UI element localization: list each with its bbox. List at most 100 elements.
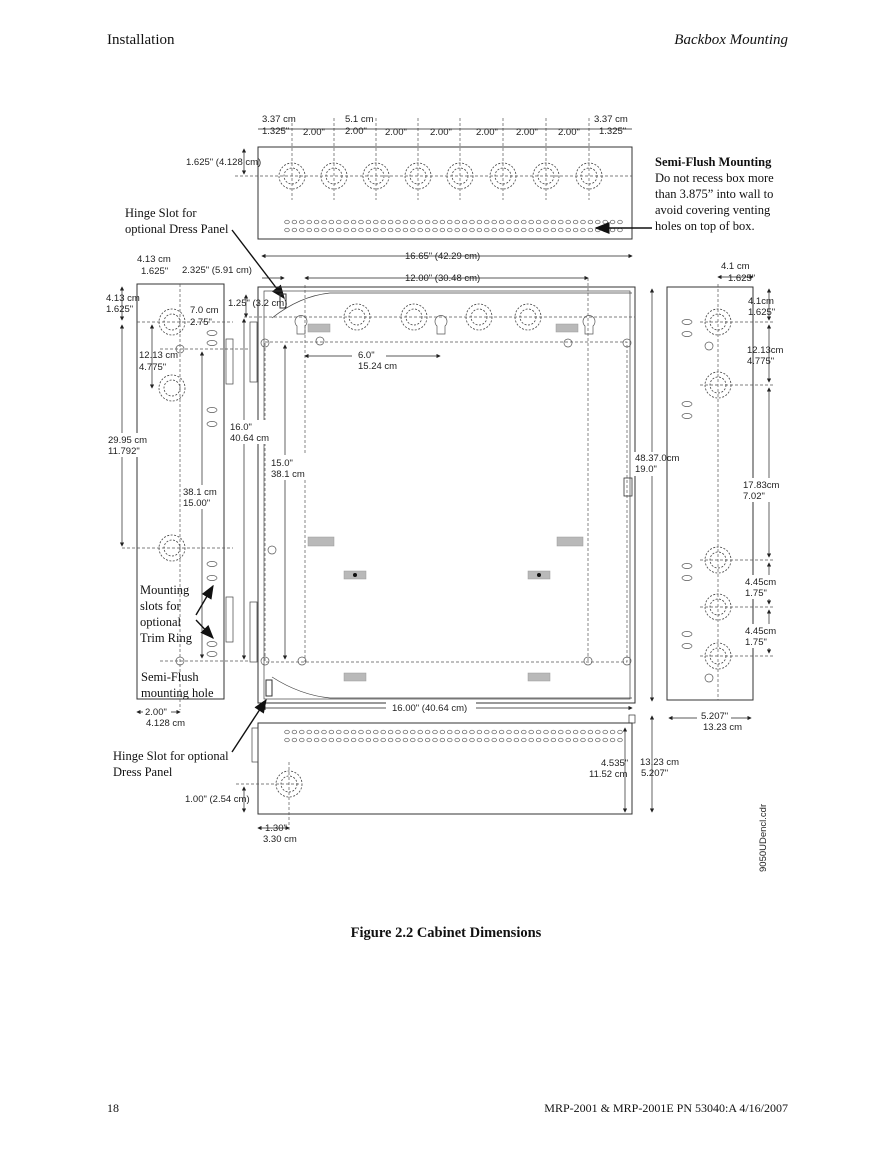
top-vent-18 (410, 219, 416, 225)
front-view: 16.65" (42.29 cm) 12.00" (30.48 cm) 2.32… (182, 251, 682, 714)
bottom-vent-20 (424, 729, 431, 735)
top-vent-85 (565, 227, 571, 233)
right-hole-bottom (704, 673, 714, 683)
dim-right-175b: 1.75" (745, 637, 767, 648)
bottom-vent-83 (550, 737, 557, 743)
front-knockouts (343, 303, 542, 331)
top-vent-9 (343, 219, 349, 225)
keyhole-slot-center (434, 315, 448, 335)
bottom-vent-84 (558, 737, 564, 743)
dim-left-413: 4.13 cm (137, 254, 171, 265)
bottom-vent-75 (491, 737, 497, 743)
bottom-vent-57 (358, 737, 364, 743)
left-knockout-2-inner (163, 379, 181, 397)
left-knockout-1-outer (158, 308, 186, 336)
bottom-vent-24 (454, 729, 460, 735)
top-vent-37 (550, 219, 557, 225)
bottom-vent-13 (373, 729, 379, 735)
dim-2995-bg (106, 433, 152, 457)
hinge-top-line-1: Hinge Slot for (125, 206, 197, 220)
bottom-vent-21 (432, 729, 438, 735)
mount-hole-b3 (583, 656, 593, 666)
semi-flush-note: Semi-Flush Mounting Do not recess box mo… (594, 155, 774, 234)
bottom-vent-90 (602, 737, 608, 743)
dim-left-1625: 1.625" (141, 266, 168, 277)
bottom-vent-45 (609, 729, 616, 735)
bottom-vent-35 (535, 729, 542, 735)
bottom-vent-54 (336, 737, 342, 743)
dim-bottom-330: 3.30 cm (263, 834, 297, 845)
mount-hole-tr (622, 338, 632, 348)
keyhole-slot-left (294, 315, 308, 335)
left-knockouts (158, 308, 186, 666)
right-slots (681, 319, 693, 649)
right-slot-5 (681, 563, 693, 569)
dim-bottom-130: 1.30" (265, 823, 287, 834)
top-vent-86 (572, 227, 579, 233)
right-slot-2 (681, 331, 693, 337)
bottom-vent-27 (476, 729, 483, 735)
dim-left-11792: 11.792" (108, 446, 140, 457)
right-knockout-3-inner (709, 551, 727, 569)
top-vent-31 (506, 219, 512, 225)
right-knockouts (704, 308, 732, 670)
top-view: 1.625" (4.128 cm) 3.37 cm 1.325" 5.1 cm … (186, 114, 633, 240)
front-bottom-hinge-curve (271, 676, 632, 699)
dim-top-200-f: 2.00" (558, 127, 580, 138)
top-vent-41 (580, 219, 586, 225)
top-vent-57 (358, 227, 364, 233)
top-vent-10 (350, 219, 357, 225)
top-vent-11 (358, 219, 364, 225)
front-backplate-outline (264, 341, 628, 663)
bottom-vent-46 (617, 729, 623, 735)
bottom-vent-48 (291, 737, 298, 743)
right-knockout-5-outer (704, 642, 732, 670)
dim-1600: 16.00" (40.64 cm) (392, 703, 467, 714)
bottom-vent-30 (498, 729, 505, 735)
bottom-view-outline (257, 722, 633, 815)
bottom-vent-79 (521, 737, 527, 743)
bottom-vent-12 (365, 729, 372, 735)
top-vent-38 (558, 219, 564, 225)
bottom-vent-43 (595, 729, 601, 735)
top-vent-20 (424, 219, 431, 225)
dim-right-5207: 5.207" (701, 711, 728, 722)
mount-hole-tl (260, 338, 270, 348)
bottom-vent-82 (543, 737, 549, 743)
dim-left-1625-b: 1.625" (106, 304, 133, 315)
dim-top-200-c: 2.00" (430, 127, 452, 138)
top-vent-65 (417, 227, 423, 233)
bottom-vent-26 (469, 729, 475, 735)
front-knockout-1-inner (348, 308, 366, 326)
bottom-vent-78 (513, 737, 520, 743)
bottom-vent-25 (461, 729, 468, 735)
bottom-vent-44 (602, 729, 608, 735)
bottom-corner-tab (628, 714, 636, 724)
bottom-vent-51 (313, 737, 320, 743)
left-flange-top (225, 338, 234, 385)
bottom-vent-62 (395, 737, 401, 743)
hinge-bottom-line-2: Dress Panel (113, 765, 173, 779)
left-hole-2 (175, 656, 185, 666)
top-vent-56 (350, 227, 357, 233)
top-vent-42 (587, 219, 594, 225)
top-vent-70 (454, 227, 460, 233)
mount-hole-br (622, 656, 632, 666)
bottom-vent-65 (417, 737, 423, 743)
top-vent-50 (306, 227, 312, 233)
right-slot-6 (681, 575, 693, 581)
bottom-vent-6 (321, 729, 327, 735)
bottom-vent-49 (299, 737, 305, 743)
right-knockout-1-outer (704, 308, 732, 336)
bottom-vent-8 (336, 729, 342, 735)
top-vent-39 (565, 219, 571, 225)
top-vent-59 (373, 227, 379, 233)
bottom-vent-92 (617, 737, 623, 743)
dim-right-1625-b: 1.625" (748, 307, 775, 318)
bottom-vent-76 (498, 737, 505, 743)
bottom-vent-34 (528, 729, 534, 735)
bottom-vent-68 (439, 737, 446, 743)
dim-height-cm: 48.37.0cm (635, 453, 679, 464)
top-vent-71 (461, 227, 468, 233)
